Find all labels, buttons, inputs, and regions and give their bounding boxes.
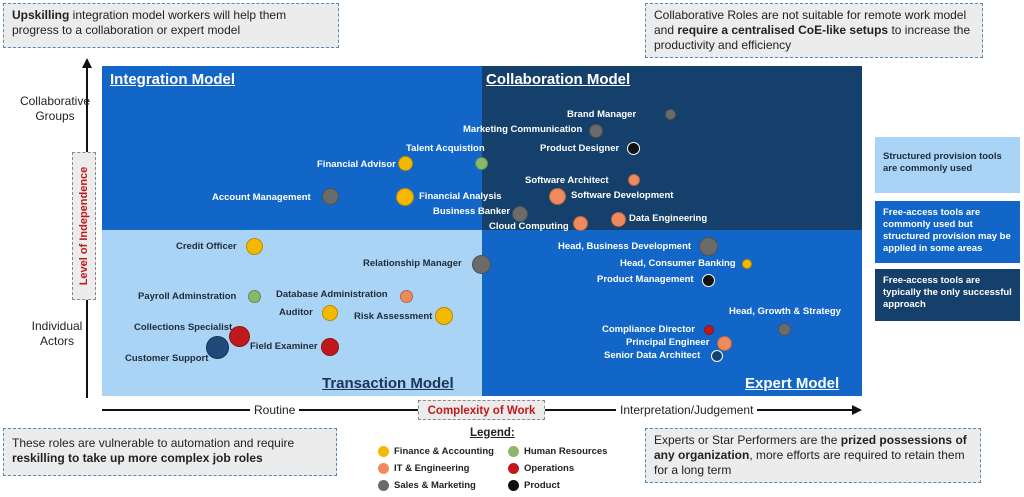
bubble-financial-analysis	[396, 188, 414, 206]
callout-experts: Experts or Star Performers are the prize…	[645, 428, 981, 483]
bubble-software-development	[549, 188, 566, 205]
y-axis-bottom-label: Individual Actors	[31, 319, 83, 348]
legend-item-finance: Finance & Accounting	[378, 446, 494, 457]
bubble-talent-acquistion	[475, 157, 488, 170]
bubble-senior-data-architect	[711, 350, 723, 362]
quadrant-title-expert: Expert Model	[745, 375, 840, 392]
legend-item-sales: Sales & Marketing	[378, 480, 476, 491]
label-cloud-computing: Cloud Computing	[489, 221, 569, 232]
label-software-architect: Software Architect	[525, 175, 609, 186]
legend-item-product: Product	[508, 480, 560, 491]
quadrant-collaboration	[482, 66, 862, 230]
legend-dot-ops	[508, 463, 519, 474]
bubble-field-examiner	[321, 338, 339, 356]
label-principal-engineer: Principal Engineer	[626, 337, 710, 348]
label-data-engineering: Data Engineering	[629, 213, 708, 224]
legend-dot-it	[378, 463, 389, 474]
bubble-account-management	[322, 188, 339, 205]
bubble-compliance-director	[704, 325, 714, 335]
bubble-customer-support	[206, 336, 229, 359]
x-axis-title: Complexity of Work	[427, 405, 536, 417]
label-collections-specialist: Collections Specialist	[134, 322, 233, 333]
label-customer-support: Customer Support	[125, 353, 209, 364]
bubble-head-growth-strategy	[778, 323, 791, 336]
legend: Legend: Finance & Accounting IT & Engine…	[370, 427, 610, 497]
bubble-data-engineering	[611, 212, 626, 227]
bubble-payroll-adminstration	[248, 290, 261, 303]
callout-collaborative-roles: Collaborative Roles are not suitable for…	[645, 3, 983, 58]
label-head-growth-strategy: Head, Growth & Strategy	[729, 306, 841, 317]
quadrant-transaction	[102, 230, 482, 396]
bubble-relationship-manager	[472, 255, 491, 274]
bubble-risk-assessment	[435, 307, 453, 325]
legend-dot-product	[508, 480, 519, 491]
bubble-marketing-communication	[589, 124, 603, 138]
legend-dot-finance	[378, 446, 389, 457]
bubble-head-consumer-banking	[742, 259, 752, 269]
bubble-financial-advisor	[398, 156, 413, 171]
label-auditor: Auditor	[279, 307, 313, 318]
label-head-business-development: Head, Business Development	[558, 241, 692, 252]
label-payroll-adminstration: Payroll Adminstration	[138, 291, 237, 302]
label-software-development: Software Development	[571, 190, 674, 201]
bubble-business-banker	[512, 206, 528, 222]
y-axis-title-box: Level of Independence	[72, 152, 96, 300]
bubble-brand-manager	[665, 109, 676, 120]
callout-upskilling: Upskilling integration model workers wil…	[3, 3, 339, 48]
bubble-product-management	[702, 274, 715, 287]
label-database-administration: Database Administration	[276, 289, 388, 300]
bubble-database-administration	[400, 290, 413, 303]
label-financial-advisor: Financial Advisor	[317, 159, 396, 170]
label-account-management: Account Management	[212, 192, 311, 203]
callout-automation: These roles are vulnerable to automation…	[3, 428, 337, 476]
y-axis-top-label: Collaborative Groups	[19, 94, 91, 123]
bubble-product-designer	[627, 142, 640, 155]
label-credit-officer: Credit Officer	[176, 241, 237, 252]
bubble-cloud-computing	[573, 216, 588, 231]
quadrant-title-transaction: Transaction Model	[322, 375, 454, 392]
label-head-consumer-banking: Head, Consumer Banking	[620, 258, 736, 269]
x-axis-left-label: Routine	[250, 403, 300, 417]
side-note-structured: Structured provision tools are commonly …	[875, 137, 1020, 193]
legend-item-hr: Human Resources	[508, 446, 607, 457]
bubble-auditor	[322, 305, 338, 321]
label-marketing-communication: Marketing Communication	[463, 124, 583, 135]
legend-title: Legend:	[470, 427, 515, 439]
bubble-credit-officer	[246, 238, 263, 255]
y-axis-title: Level of Independence	[78, 166, 90, 286]
label-product-management: Product Management	[597, 274, 694, 285]
bubble-software-architect	[628, 174, 640, 186]
label-field-examiner: Field Examiner	[250, 341, 318, 352]
side-note-mixed: Free-access tools are commonly used but …	[875, 201, 1020, 263]
bubble-head-business-development	[699, 237, 718, 256]
legend-dot-hr	[508, 446, 519, 457]
quadrant-expert	[482, 230, 862, 396]
legend-item-ops: Operations	[508, 463, 574, 474]
label-financial-analysis: Financial Analysis	[419, 191, 502, 202]
label-compliance-director: Compliance Director	[602, 324, 695, 335]
label-business-banker: Business Banker	[433, 206, 511, 217]
quadrant-title-collaboration: Collaboration Model	[486, 71, 631, 88]
label-talent-acquistion: Talent Acquistion	[406, 143, 485, 154]
bubble-principal-engineer	[717, 336, 732, 351]
label-senior-data-architect: Senior Data Architect	[604, 350, 701, 361]
label-relationship-manager: Relationship Manager	[363, 258, 462, 269]
label-risk-assessment: Risk Assessment	[354, 311, 433, 322]
x-axis-right-label: Interpretation/Judgement	[616, 403, 758, 417]
x-axis-title-box: Complexity of Work	[418, 400, 545, 420]
quadrant-integration	[102, 66, 482, 230]
label-brand-manager: Brand Manager	[567, 109, 637, 120]
quadrant-title-integration: Integration Model	[110, 71, 235, 88]
legend-dot-sales	[378, 480, 389, 491]
legend-item-it: IT & Engineering	[378, 463, 469, 474]
label-product-designer: Product Designer	[540, 143, 620, 154]
side-note-free-access: Free-access tools are typically the only…	[875, 269, 1020, 321]
bubble-collections-specialist	[229, 326, 250, 347]
